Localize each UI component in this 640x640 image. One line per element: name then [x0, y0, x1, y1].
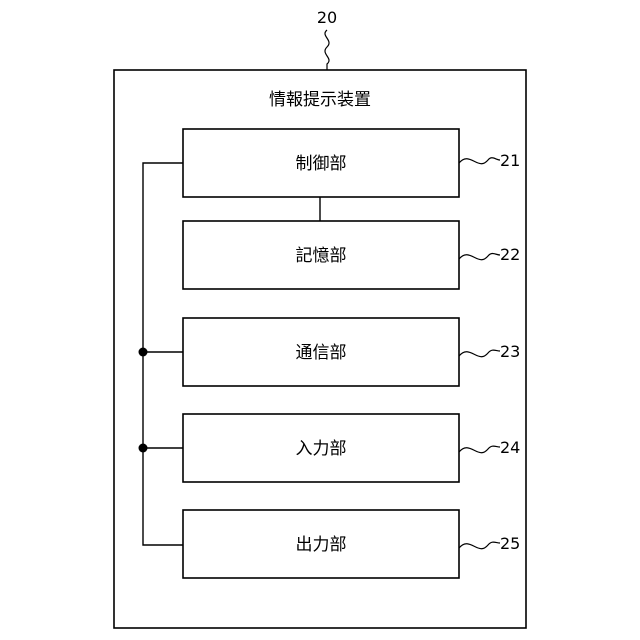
block-input-unit-leader: [459, 446, 500, 453]
block-storage-unit-leader: [459, 253, 500, 259]
device-ref-leader: [325, 30, 329, 70]
block-communication-unit-leader: [459, 350, 500, 357]
block-output-unit-leader: [459, 542, 500, 549]
device-ref-number: 20: [317, 8, 337, 27]
block-output-unit-label: 出力部: [296, 535, 347, 555]
block-communication-unit-label: 通信部: [296, 343, 347, 363]
junction-dot-communication: [139, 348, 148, 357]
bus-line: [143, 163, 183, 545]
block-communication-unit-ref: 23: [500, 342, 520, 361]
block-control-unit-leader: [459, 158, 500, 164]
block-storage-unit-ref: 22: [500, 245, 520, 264]
block-storage-unit: 記憶部 22: [183, 221, 520, 289]
device-title: 情報提示装置: [269, 90, 371, 110]
block-communication-unit: 通信部 23: [183, 318, 520, 386]
junction-dot-input: [139, 444, 148, 453]
block-output-unit-ref: 25: [500, 534, 520, 553]
block-control-unit: 制御部 21: [183, 129, 520, 197]
block-control-unit-ref: 21: [500, 151, 520, 170]
block-control-unit-label: 制御部: [296, 154, 347, 174]
block-input-unit: 入力部 24: [183, 414, 520, 482]
block-input-unit-label: 入力部: [296, 439, 347, 459]
block-output-unit: 出力部 25: [183, 510, 520, 578]
block-input-unit-ref: 24: [500, 438, 520, 457]
block-storage-unit-label: 記憶部: [296, 246, 347, 266]
